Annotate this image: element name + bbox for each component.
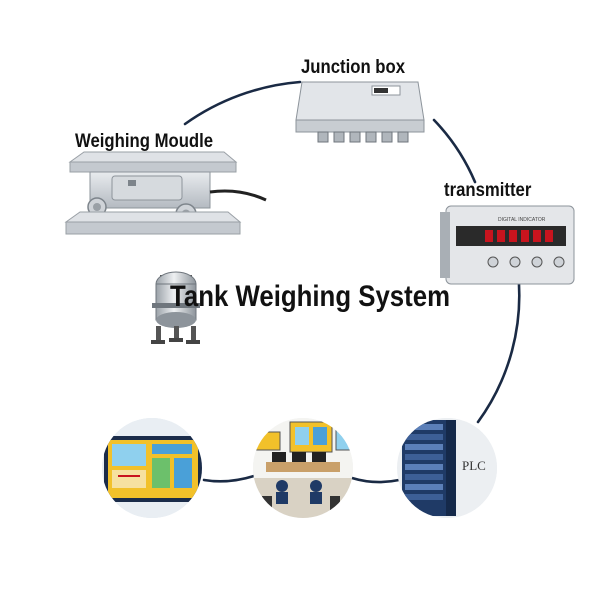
connection-ring	[183, 80, 521, 484]
weighing-module-label: Weighing Moudle	[75, 131, 214, 152]
arc-transmitter-to-plc	[476, 270, 521, 424]
indicator-panel-text: DIGITAL INDICATOR	[498, 217, 546, 223]
arc-module-to-junction	[183, 80, 302, 126]
arc-plc-to-room	[350, 476, 401, 484]
plc-label: PLC	[462, 458, 486, 473]
digital-indicator-icon: DIGITAL INDICATOR	[440, 205, 575, 285]
tank-icon	[151, 271, 200, 344]
load-cell-module-icon	[64, 151, 267, 235]
transmitter-label: transmitter	[444, 180, 532, 201]
diagram-title: Tank Weighing System	[170, 280, 451, 313]
plc-rack-icon: PLC	[397, 418, 497, 518]
arc-room-to-monitor	[202, 474, 256, 483]
junction-box-label: Junction box	[301, 57, 406, 78]
junction-box-icon	[295, 81, 425, 143]
scada-monitor-icon	[102, 418, 202, 518]
control-room-icon	[253, 418, 353, 518]
arc-junction-to-transmitter	[432, 118, 477, 184]
